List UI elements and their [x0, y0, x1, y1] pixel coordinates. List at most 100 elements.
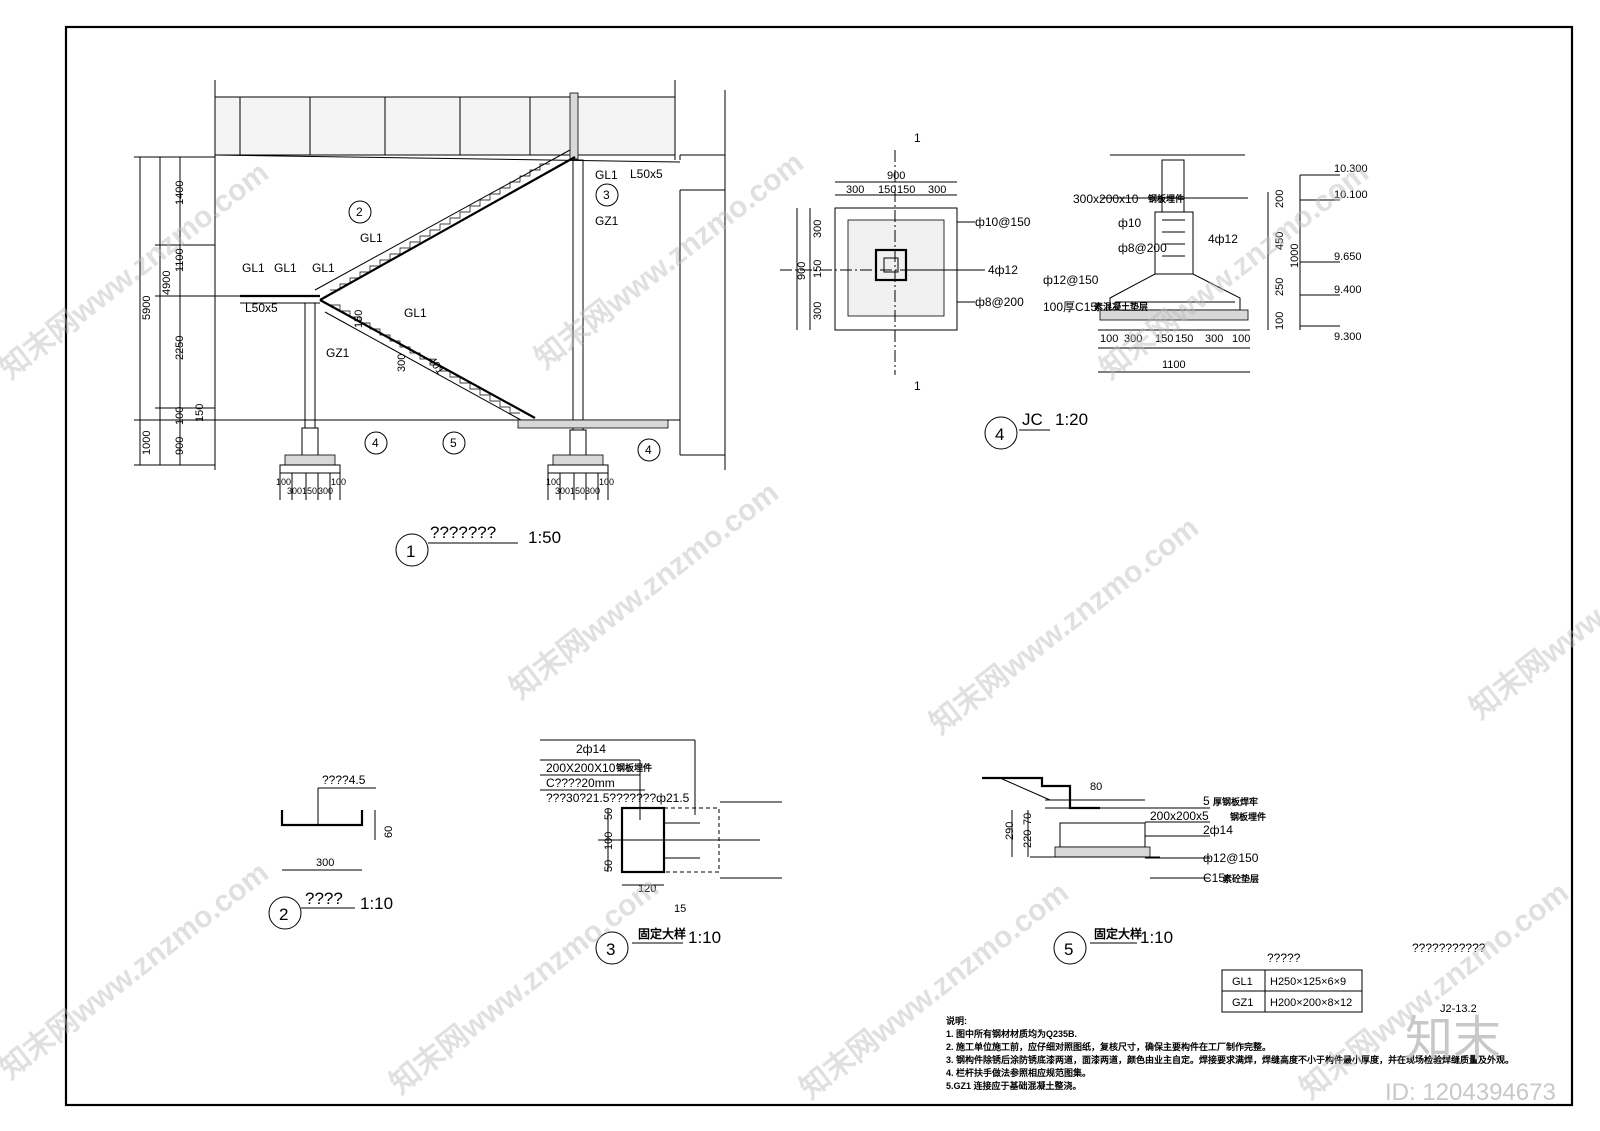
detail2-scale: 1:10	[360, 894, 393, 913]
detail3-dim-120: 120	[638, 883, 656, 895]
watermark-text: 知末网www.znzmo.com	[0, 856, 275, 1086]
watermark-text: 知末网www.znzmo.com	[924, 511, 1205, 741]
member-table: ????? GL1 H250×125×6×9 GZ1 H200×200×8×12	[1221, 951, 1363, 1013]
plan-section-mark-bottom: 1	[914, 379, 921, 393]
detail-2: ????4.5 300 60 2 ???? 1:10	[268, 773, 395, 930]
detail5-label-c15-sub: 素砼垫层	[1223, 873, 1259, 884]
sec-dim-200: 200	[1274, 190, 1286, 208]
elev-10300: 10.300	[1334, 163, 1368, 175]
detail5-label-5: 5	[1203, 794, 1210, 808]
dim-1100: 1100	[174, 248, 186, 272]
callout-4a: 4	[372, 436, 379, 450]
detail2-label: ????4.5	[322, 773, 366, 787]
detail3-dim-15: 15	[674, 903, 686, 915]
watermark-text: 知末网www.znzmo.com	[504, 476, 785, 706]
section-label-plate: 300x200x10	[1073, 192, 1139, 206]
notes-heading: 说明:	[946, 1015, 967, 1026]
detail5-label-f12: ф12@150	[1203, 851, 1259, 865]
table-row-2-code: GZ1	[1232, 997, 1253, 1009]
label-gl1-c: GL1	[312, 261, 335, 275]
sec-bdim-e: 300	[1205, 333, 1223, 345]
plan-dim-300c: 300	[812, 220, 824, 238]
base-dim-b: 100	[331, 477, 346, 487]
plan-view-scale: 1:20	[1055, 410, 1088, 429]
main-view: 5900 4900 1000 1400 1100 2250 150 900 10…	[134, 80, 726, 567]
dim-5900: 5900	[141, 296, 153, 320]
sec-bdim-b: 300	[1124, 333, 1142, 345]
section-label-f10: ф10	[1118, 216, 1142, 230]
base-dim-f: 100	[546, 477, 561, 487]
detail2-number: 2	[279, 905, 288, 924]
main-view-scale: 1:50	[528, 528, 561, 547]
section-view: 300x200x10 钢板埋件 ф10 ф8@200 4ф12 ф12@150 …	[1043, 154, 1368, 373]
section-label-f8: ф8@200	[1118, 241, 1167, 255]
footing-left	[279, 427, 341, 500]
detail3-label-plate-sub: 钢板埋件	[616, 762, 652, 773]
table-row-1-code: GL1	[1232, 976, 1253, 988]
dim-2250: 2250	[174, 336, 186, 360]
sec-bdim-f: 100	[1232, 333, 1250, 345]
sheet-title: ???????????	[1412, 941, 1486, 955]
base-dim-j: 300	[585, 486, 600, 496]
plan-rebar-2: 4ф12	[988, 263, 1018, 277]
plan-view-title: JC	[1022, 410, 1043, 429]
detail3-scale: 1:10	[688, 928, 721, 947]
plan-dim-300b: 300	[928, 184, 946, 196]
dim-1000: 1000	[141, 431, 153, 455]
sec-bdim-a: 100	[1100, 333, 1118, 345]
detail2-width: 300	[316, 857, 334, 869]
dim-step-401: 401	[426, 355, 446, 377]
section-label-f12: ф12@150	[1043, 273, 1099, 287]
callout-5: 5	[450, 436, 457, 450]
general-notes: 说明: 1. 图中所有钢材材质均为Q235B. 2. 施工单位施工前，应仔细对照…	[946, 1015, 1514, 1091]
base-dim-i: 150	[570, 486, 585, 496]
plan-dim-150b: 150	[897, 184, 915, 196]
base-dim-a: 100	[276, 477, 291, 487]
label-gz1-b: GZ1	[595, 214, 619, 228]
sec-dim-100: 100	[1274, 312, 1286, 330]
detail3-label-c: C????20mm	[546, 776, 615, 790]
detail5-dim-70: 70	[1022, 813, 1034, 825]
footing-right	[547, 429, 609, 500]
dim-100: 100	[174, 407, 186, 425]
label-gl1-e: GL1	[404, 306, 427, 320]
note-5: 5.GZ1 连接应于基础混凝土整浇。	[946, 1080, 1082, 1091]
plan-dim-300a: 300	[846, 184, 864, 196]
plan-dim-900-top: 900	[887, 170, 905, 182]
elev-9650: 9.650	[1334, 251, 1362, 263]
detail5-dim-220: 220	[1022, 830, 1034, 848]
sheet-code: J2-13.2	[1440, 1003, 1477, 1015]
label-gz1-a: GZ1	[326, 346, 350, 360]
plan-dim-900-left: 900	[796, 262, 808, 280]
detail5-dim-80: 80	[1090, 781, 1102, 793]
watermark-text: 知末网www.znzmo.com	[529, 146, 810, 376]
plan-dim-150c: 150	[812, 260, 824, 278]
sheet-border	[64, 25, 1574, 1107]
plan-view: 1 1 900 300 150 150 300 900 300 150 300 …	[780, 131, 1031, 393]
detail3-label-2f14: 2ф14	[576, 742, 606, 756]
glass-railing	[214, 96, 676, 156]
label-gl1-b: GL1	[274, 261, 297, 275]
note-3: 3. 钢构件除锈后涂防锈底漆两道，面漆两道，颜色由业主自定。焊接要求满焊，焊缝高…	[946, 1054, 1514, 1065]
plan-view-number: 4	[995, 425, 1004, 444]
detail5-label-plate: 200x200x5	[1150, 809, 1209, 823]
detail5-scale: 1:10	[1140, 928, 1173, 947]
main-view-title: ???????	[430, 523, 496, 542]
table-row-2-spec: H200×200×8×12	[1270, 997, 1352, 1009]
plan-section-mark-top: 1	[914, 131, 921, 145]
watermark-text: 知末网www.znzmo.com	[1464, 496, 1600, 726]
detail3-label-hole: ???30?21.5???????ф21.5	[546, 791, 690, 805]
detail5-label-plate-sub: 钢板埋件	[1230, 811, 1266, 822]
section-label-c15: 100厚C15	[1043, 300, 1097, 314]
section-label-plate-sub: 钢板埋件	[1148, 193, 1184, 204]
base-dim-g: 100	[599, 477, 614, 487]
detail3-dim-50a: 50	[603, 808, 615, 820]
detail2-height: 60	[383, 826, 395, 838]
detail3-dim-100: 100	[603, 832, 615, 850]
label-l50x5-b: L50x5	[630, 167, 663, 181]
label-gl1-f: GL1	[595, 168, 618, 182]
elev-9400: 9.400	[1334, 284, 1362, 296]
detail-5: 5 厚钢板焊牢 200x200x5 钢板埋件 2ф14 ф12@150 C15 …	[982, 776, 1266, 965]
watermark-text: 知末网www.znzmo.com	[384, 871, 665, 1101]
sec-dim-1000: 1000	[1289, 244, 1301, 268]
